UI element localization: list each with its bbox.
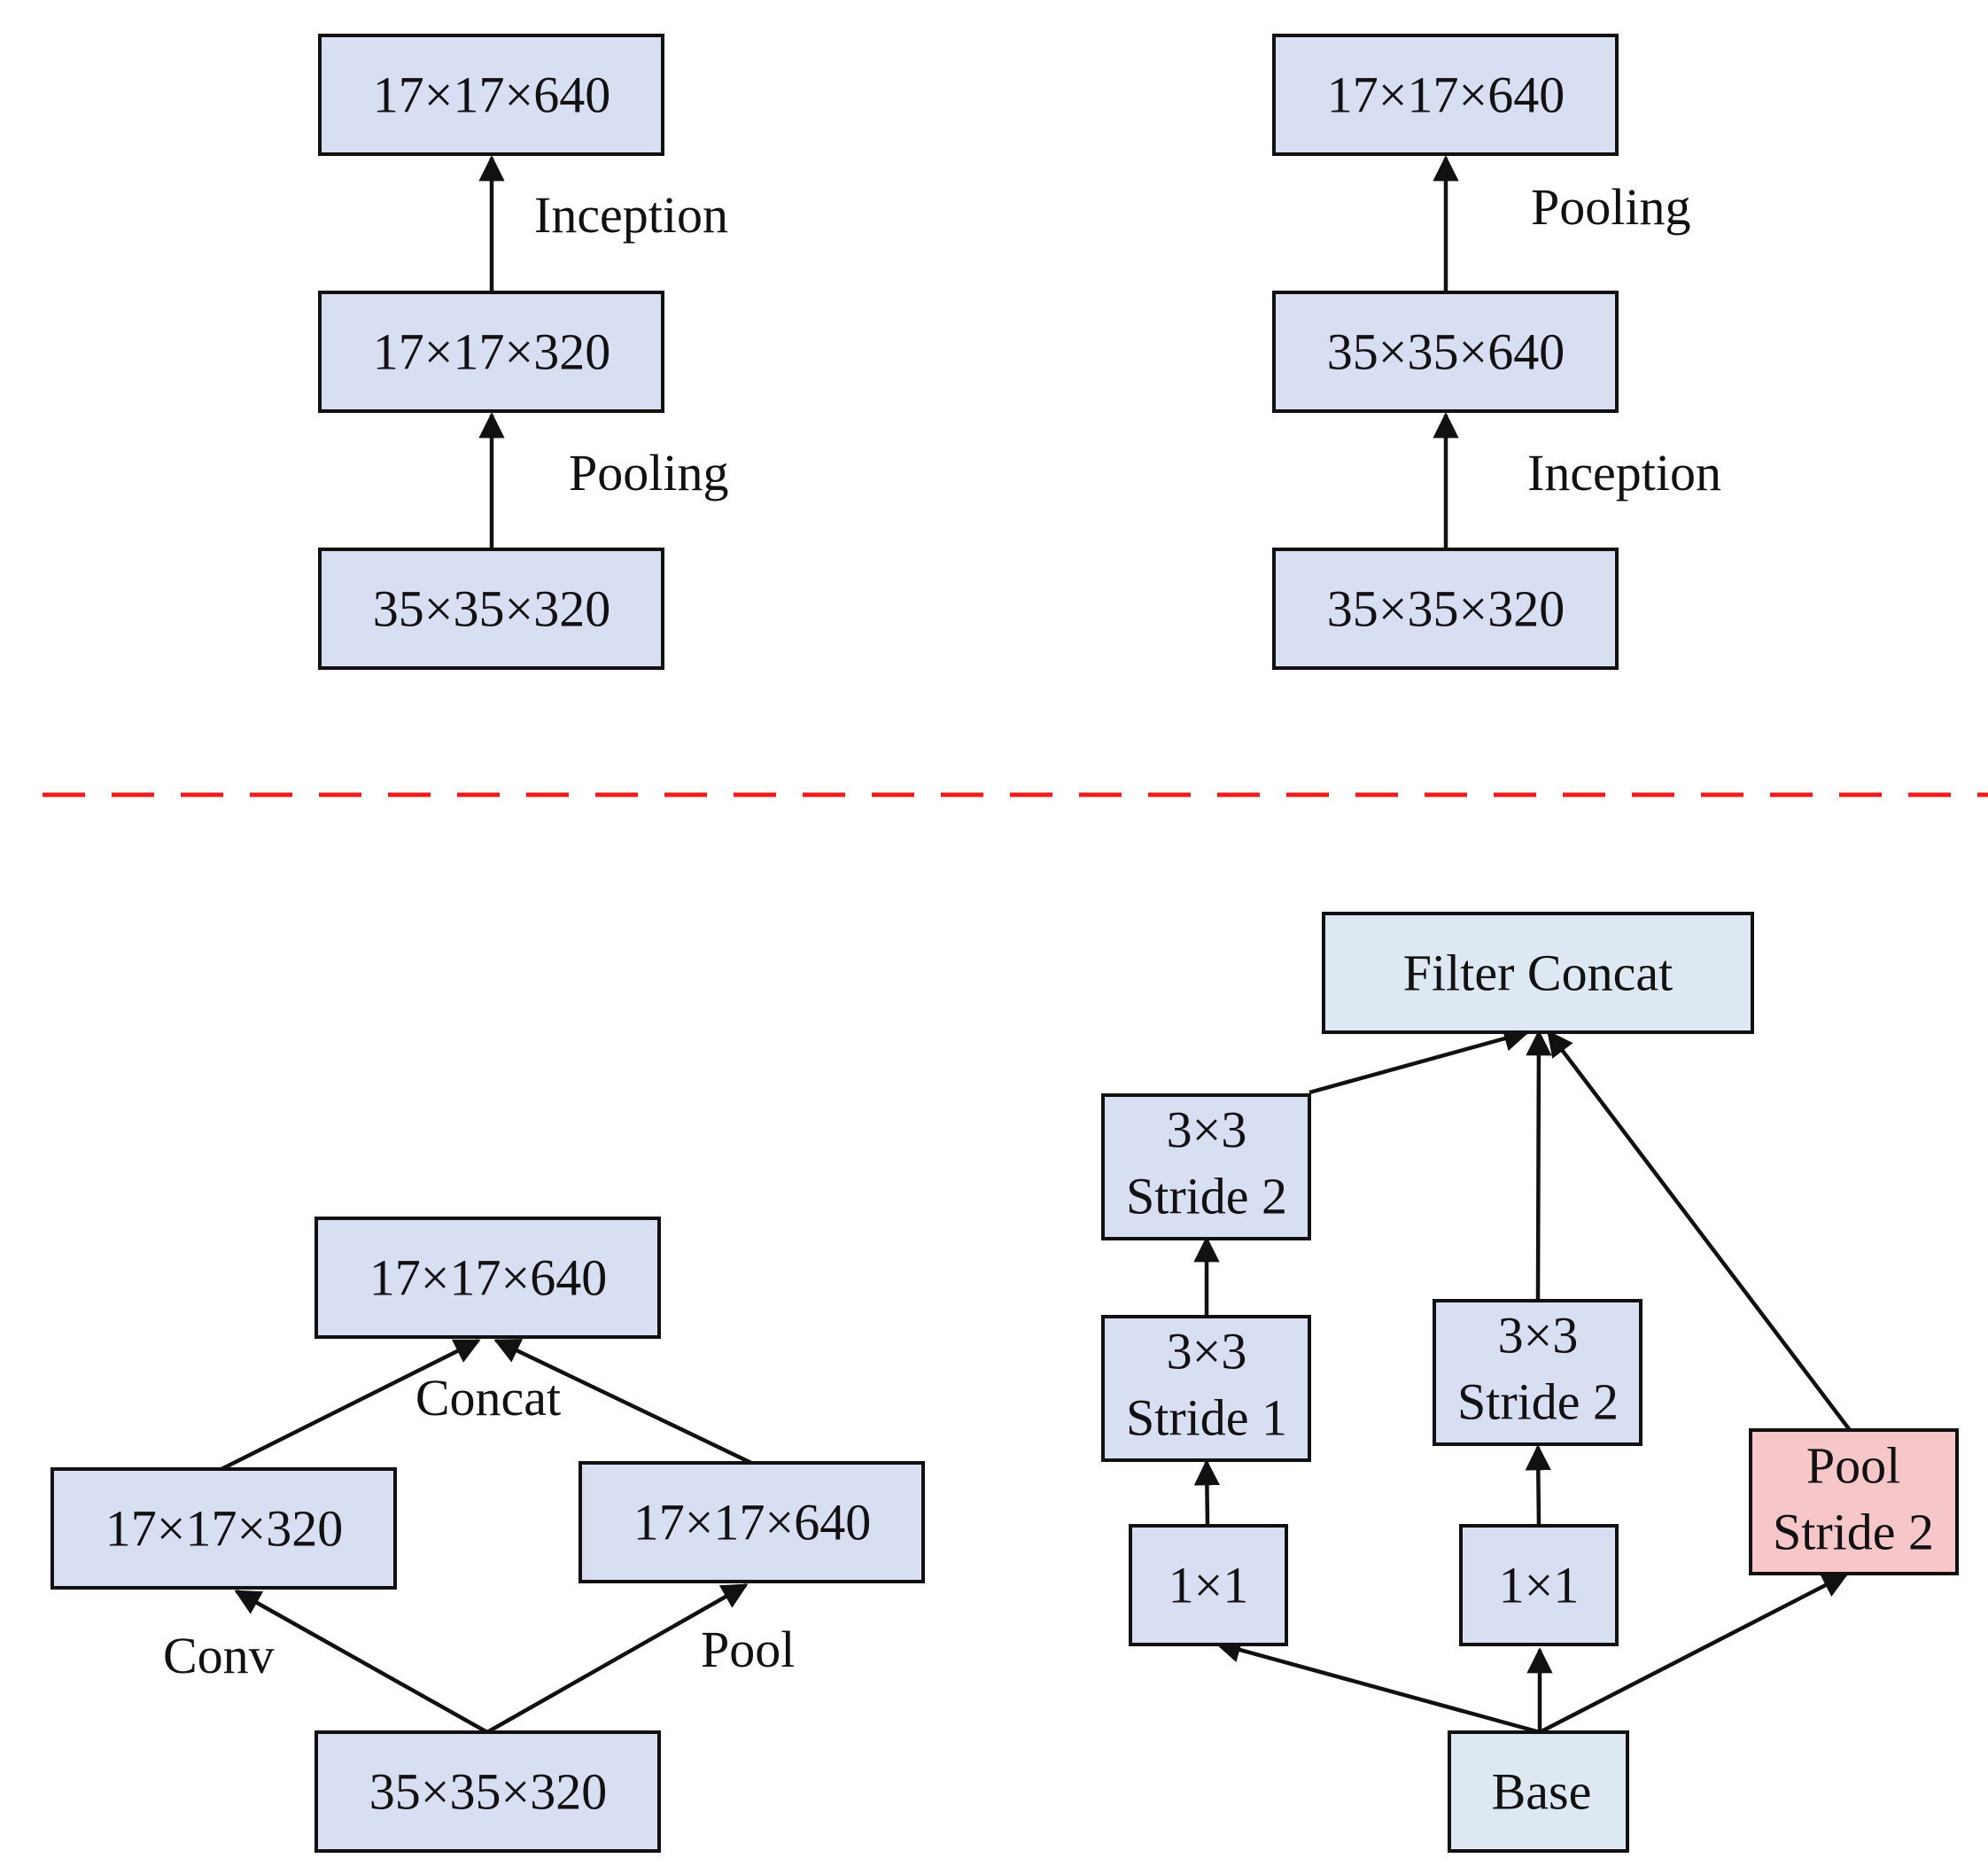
bottom-right-panel: Filter Concat 3×3 Stride 2 3×3 Stride 1 … <box>1101 912 1959 1853</box>
box-35x35x320-label: 35×35×320 <box>369 1763 607 1821</box>
top-left-panel: 17×17×640 17×17×320 35×35×320 Inception … <box>318 34 729 670</box>
box-1x1-b-label: 1×1 <box>1499 1557 1580 1614</box>
bottom-left-panel: 17×17×640 17×17×320 17×17×640 35×35×320 … <box>50 1217 925 1853</box>
edge-label-concat: Concat <box>415 1369 561 1427</box>
edge-base-to-1x1-a <box>1215 1637 1541 1735</box>
box-pool-stride2-line1: Pool <box>1806 1437 1900 1495</box>
box-base <box>1448 1730 1629 1853</box>
box-17x17x640-right <box>579 1461 925 1583</box>
box-pool-stride2-line2: Stride 2 <box>1773 1504 1934 1561</box>
edge-label-pool: Pool <box>701 1621 795 1678</box>
box-35x35x320-label: 35×35×320 <box>1327 580 1565 638</box>
box-3x3-stride2-a-line2: Stride 2 <box>1126 1168 1287 1225</box>
box-17x17x640-label: 17×17×640 <box>373 66 610 124</box>
box-35x35x320 <box>315 1730 661 1853</box>
edge-label-pooling: Pooling <box>569 444 729 501</box>
box-17x17x640 <box>315 1217 661 1339</box>
edge-pool-arrow <box>485 1583 749 1734</box>
box-17x17x640 <box>1272 34 1619 156</box>
edge-conv-arrow <box>234 1590 489 1734</box>
top-right-panel: 17×17×640 35×35×640 35×35×320 Pooling In… <box>1272 34 1721 670</box>
box-17x17x640-label: 17×17×640 <box>369 1249 607 1307</box>
edge-3x3s2-b-to-concat <box>1526 1030 1552 1300</box>
box-base-label: Base <box>1492 1763 1592 1821</box>
box-35x35x320 <box>1272 548 1619 670</box>
box-17x17x320-label: 17×17×320 <box>373 323 610 381</box>
box-filter-concat-label: Filter Concat <box>1403 945 1673 1002</box>
edge-label-conv: Conv <box>163 1627 275 1684</box>
box-35x35x640 <box>1272 291 1619 413</box>
edge-concat-right-arrow <box>493 1338 752 1466</box>
box-17x17x320-label: 17×17×320 <box>105 1500 343 1558</box>
box-35x35x640-label: 35×35×640 <box>1327 323 1565 381</box>
edge-concat-left-arrow <box>220 1338 481 1472</box>
box-3x3-stride2-b-line2: Stride 2 <box>1457 1373 1619 1431</box>
box-pool-stride2 <box>1749 1428 1959 1575</box>
edge-base-to-pool <box>1538 1572 1849 1735</box>
edge-3x3s2-a-to-concat <box>1309 1025 1530 1095</box>
box-1x1-a-label: 1×1 <box>1169 1557 1249 1614</box>
edge-label-inception: Inception <box>534 186 728 244</box>
box-17x17x640 <box>318 34 664 156</box>
box-17x17x320 <box>318 291 664 413</box>
edge-1x1-a-to-3x3s1 <box>1193 1459 1220 1527</box>
box-17x17x320 <box>50 1467 397 1590</box>
box-17x17x640-label: 17×17×640 <box>1327 66 1565 124</box>
edge-label-inception: Inception <box>1527 444 1721 501</box>
box-filter-concat <box>1322 912 1754 1034</box>
box-1x1-b <box>1459 1524 1619 1646</box>
edge-1x1-b-to-3x3s2 <box>1525 1444 1551 1527</box>
edge-label-pooling: Pooling <box>1531 178 1691 236</box>
box-3x3-stride1 <box>1101 1315 1311 1462</box>
box-3x3-stride2-a-line1: 3×3 <box>1167 1101 1247 1159</box>
box-3x3-stride1-line1: 3×3 <box>1167 1323 1247 1380</box>
box-35x35x320-label: 35×35×320 <box>373 580 610 638</box>
box-3x3-stride2-a <box>1101 1093 1311 1240</box>
box-3x3-stride2-b <box>1433 1299 1642 1446</box>
box-3x3-stride2-b-line1: 3×3 <box>1498 1307 1579 1365</box>
box-17x17x640-right-label: 17×17×640 <box>633 1494 871 1551</box>
box-1x1-a <box>1129 1524 1288 1646</box>
box-3x3-stride1-line2: Stride 1 <box>1126 1389 1287 1447</box>
edge-pool-to-concat <box>1547 1030 1852 1432</box>
box-35x35x320 <box>318 548 664 670</box>
